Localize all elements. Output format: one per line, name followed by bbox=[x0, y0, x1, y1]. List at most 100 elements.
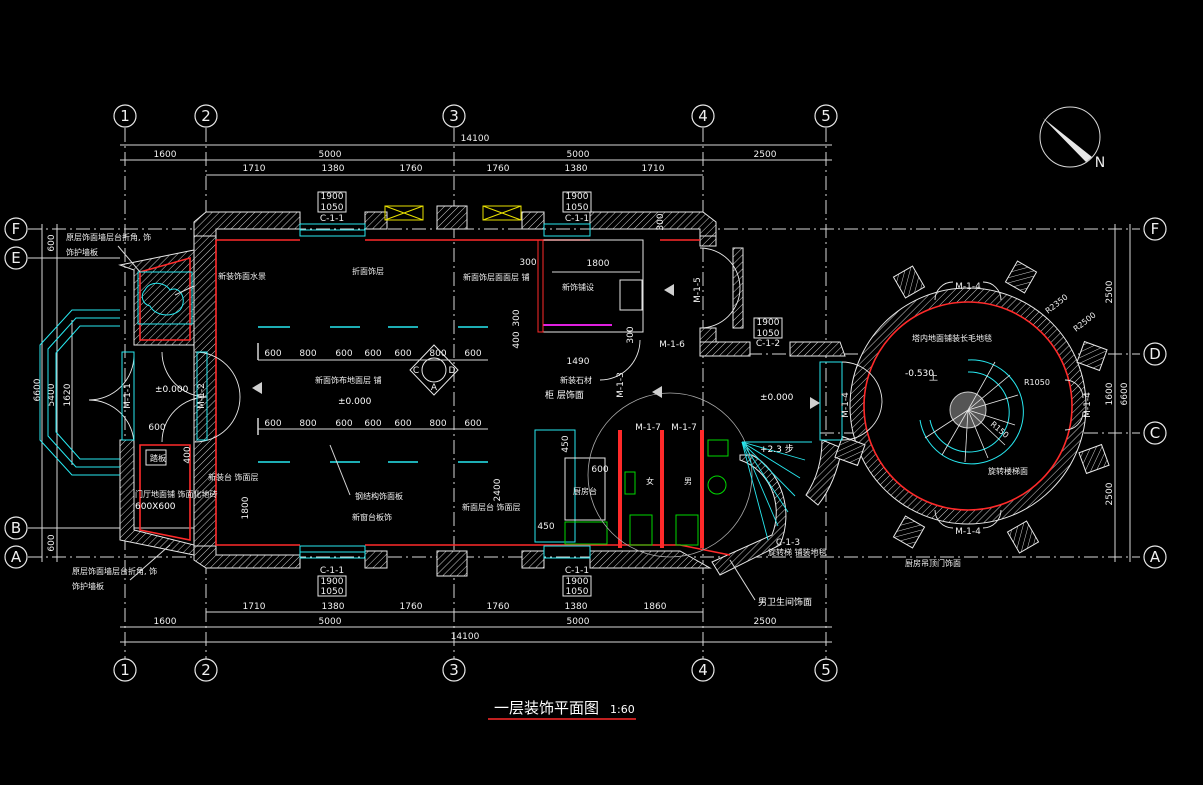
axis-label: F bbox=[1151, 220, 1160, 238]
svg-text:1800: 1800 bbox=[241, 496, 251, 519]
svg-text:1760: 1760 bbox=[400, 164, 423, 174]
svg-text:M-1-7: M-1-7 bbox=[671, 423, 697, 433]
svg-text:600: 600 bbox=[264, 419, 281, 429]
svg-text:新饰铺设: 新饰铺设 bbox=[562, 282, 594, 292]
svg-text:新装饰面水景: 新装饰面水景 bbox=[218, 271, 266, 281]
svg-text:2500: 2500 bbox=[1105, 280, 1115, 303]
axis-label: 3 bbox=[449, 107, 459, 125]
svg-text:C-1-3: C-1-3 bbox=[776, 538, 800, 548]
svg-text:1900: 1900 bbox=[757, 318, 780, 328]
svg-text:1050: 1050 bbox=[566, 587, 589, 597]
svg-text:±0.000: ±0.000 bbox=[760, 393, 794, 403]
svg-text:+2.3 步: +2.3 步 bbox=[760, 444, 794, 455]
svg-text:600: 600 bbox=[394, 419, 411, 429]
svg-text:M-1-2: M-1-2 bbox=[197, 383, 207, 409]
svg-text:原层饰面墙层台折角, 饰: 原层饰面墙层台折角, 饰 bbox=[66, 232, 151, 242]
svg-text:1620: 1620 bbox=[63, 383, 73, 406]
dining-tables bbox=[257, 326, 488, 463]
svg-text:1860: 1860 bbox=[644, 602, 667, 612]
svg-text:600: 600 bbox=[264, 349, 281, 359]
svg-text:D: D bbox=[449, 366, 456, 376]
table-dimensions: 600 800 600 600 600 800 600 600 800 600 … bbox=[258, 349, 488, 430]
title-text: 一层装饰平面图 bbox=[494, 699, 599, 717]
svg-text:C-1-1: C-1-1 bbox=[320, 214, 344, 224]
svg-text:1380: 1380 bbox=[322, 164, 345, 174]
level-arrows bbox=[252, 284, 820, 409]
svg-text:450: 450 bbox=[537, 522, 554, 532]
axis-bubble-1-top bbox=[113, 104, 137, 128]
svg-text:5400: 5400 bbox=[47, 383, 57, 406]
svg-text:1050: 1050 bbox=[566, 203, 589, 213]
svg-text:M-1-7: M-1-7 bbox=[635, 423, 661, 433]
svg-text:450: 450 bbox=[561, 435, 571, 452]
svg-text:600: 600 bbox=[394, 349, 411, 359]
axis-label: 1 bbox=[120, 661, 130, 679]
svg-text:新装石材: 新装石材 bbox=[560, 375, 592, 385]
kitchen-area: 1800 300 300 400 300 1490 300 600 450 45… bbox=[493, 213, 753, 558]
svg-text:男卫生间饰面: 男卫生间饰面 bbox=[758, 596, 812, 608]
svg-text:1760: 1760 bbox=[487, 164, 510, 174]
svg-text:原层饰面墙层台折角, 饰: 原层饰面墙层台折角, 饰 bbox=[72, 566, 157, 576]
svg-text:饰护墙板: 饰护墙板 bbox=[66, 247, 98, 257]
svg-text:1900: 1900 bbox=[566, 577, 589, 587]
svg-text:M-1-5: M-1-5 bbox=[693, 277, 703, 303]
axis-label: D bbox=[1149, 345, 1161, 363]
svg-text:1900: 1900 bbox=[566, 192, 589, 202]
annotations: 原层饰面墙层台折角, 饰 饰护墙板 新装饰面水景 新面饰布地面层 铺 新面饰层面… bbox=[66, 232, 1028, 608]
svg-text:300: 300 bbox=[512, 309, 522, 326]
svg-text:门厅地面铺 饰面化地砖: 门厅地面铺 饰面化地砖 bbox=[135, 489, 218, 499]
axis-label: 5 bbox=[821, 661, 831, 679]
svg-text:2500: 2500 bbox=[754, 150, 777, 160]
svg-text:2500: 2500 bbox=[1105, 482, 1115, 505]
svg-text:±0.000: ±0.000 bbox=[155, 385, 189, 395]
svg-text:1050: 1050 bbox=[757, 329, 780, 339]
svg-text:新面饰层面面层 铺: 新面饰层面面层 铺 bbox=[463, 272, 530, 282]
svg-text:上: 上 bbox=[929, 372, 938, 383]
svg-text:旋转梯 铺装地毯: 旋转梯 铺装地毯 bbox=[768, 547, 827, 557]
svg-text:1760: 1760 bbox=[400, 602, 423, 612]
svg-text:6600: 6600 bbox=[33, 378, 43, 401]
svg-text:1900: 1900 bbox=[321, 192, 344, 202]
north-label: N bbox=[1095, 155, 1105, 171]
svg-text:折面饰层: 折面饰层 bbox=[352, 266, 384, 276]
finish-line bbox=[215, 239, 731, 556]
svg-text:400: 400 bbox=[512, 331, 522, 348]
drawing-title: 一层装饰平面图 1:60 bbox=[488, 699, 636, 720]
svg-text:600: 600 bbox=[464, 349, 481, 359]
axis-label: 4 bbox=[698, 661, 708, 679]
svg-text:M-1-3: M-1-3 bbox=[616, 372, 626, 398]
svg-text:厨房吊顶门饰面: 厨房吊顶门饰面 bbox=[905, 558, 961, 568]
axis-label: E bbox=[11, 249, 20, 267]
svg-text:600: 600 bbox=[364, 419, 381, 429]
svg-text:柜 层饰面: 柜 层饰面 bbox=[545, 389, 584, 401]
svg-text:1600: 1600 bbox=[154, 150, 177, 160]
svg-text:14100: 14100 bbox=[461, 134, 490, 144]
svg-text:1490: 1490 bbox=[567, 357, 590, 367]
svg-text:600: 600 bbox=[47, 234, 57, 251]
svg-text:300: 300 bbox=[519, 258, 536, 268]
svg-text:C-1-1: C-1-1 bbox=[320, 566, 344, 576]
svg-text:C-1-2: C-1-2 bbox=[756, 339, 780, 349]
axis-label: 2 bbox=[201, 107, 211, 125]
svg-text:踏板: 踏板 bbox=[150, 453, 166, 463]
svg-text:400: 400 bbox=[183, 446, 193, 463]
svg-text:新面层台 饰面层: 新面层台 饰面层 bbox=[462, 502, 521, 512]
axis-bubbles: 1 2 3 4 5 1 2 3 4 5 F E B A F D C A bbox=[4, 104, 1167, 682]
left-misc-dims: 600 400 1800 bbox=[145, 423, 251, 519]
svg-text:-0.530: -0.530 bbox=[905, 369, 934, 379]
axis-label: C bbox=[1150, 424, 1160, 442]
round-tower bbox=[834, 260, 1110, 554]
level-labels: ±0.000 ±0.000 ±0.000 -0.530 +2.3 步 上 bbox=[155, 369, 938, 455]
svg-text:2400: 2400 bbox=[493, 478, 503, 501]
svg-text:1380: 1380 bbox=[565, 164, 588, 174]
svg-text:2500: 2500 bbox=[754, 617, 777, 627]
svg-text:800: 800 bbox=[299, 349, 316, 359]
svg-text:800: 800 bbox=[429, 419, 446, 429]
svg-text:1760: 1760 bbox=[487, 602, 510, 612]
svg-text:1710: 1710 bbox=[243, 602, 266, 612]
svg-text:14100: 14100 bbox=[451, 632, 480, 642]
svg-text:600X600: 600X600 bbox=[135, 502, 176, 512]
svg-text:R2350: R2350 bbox=[1044, 293, 1070, 316]
doors: M-1-1 M-1-2 M-1-5 M-1-6 M-1-3 M-1-4 M-1-… bbox=[88, 247, 1093, 537]
